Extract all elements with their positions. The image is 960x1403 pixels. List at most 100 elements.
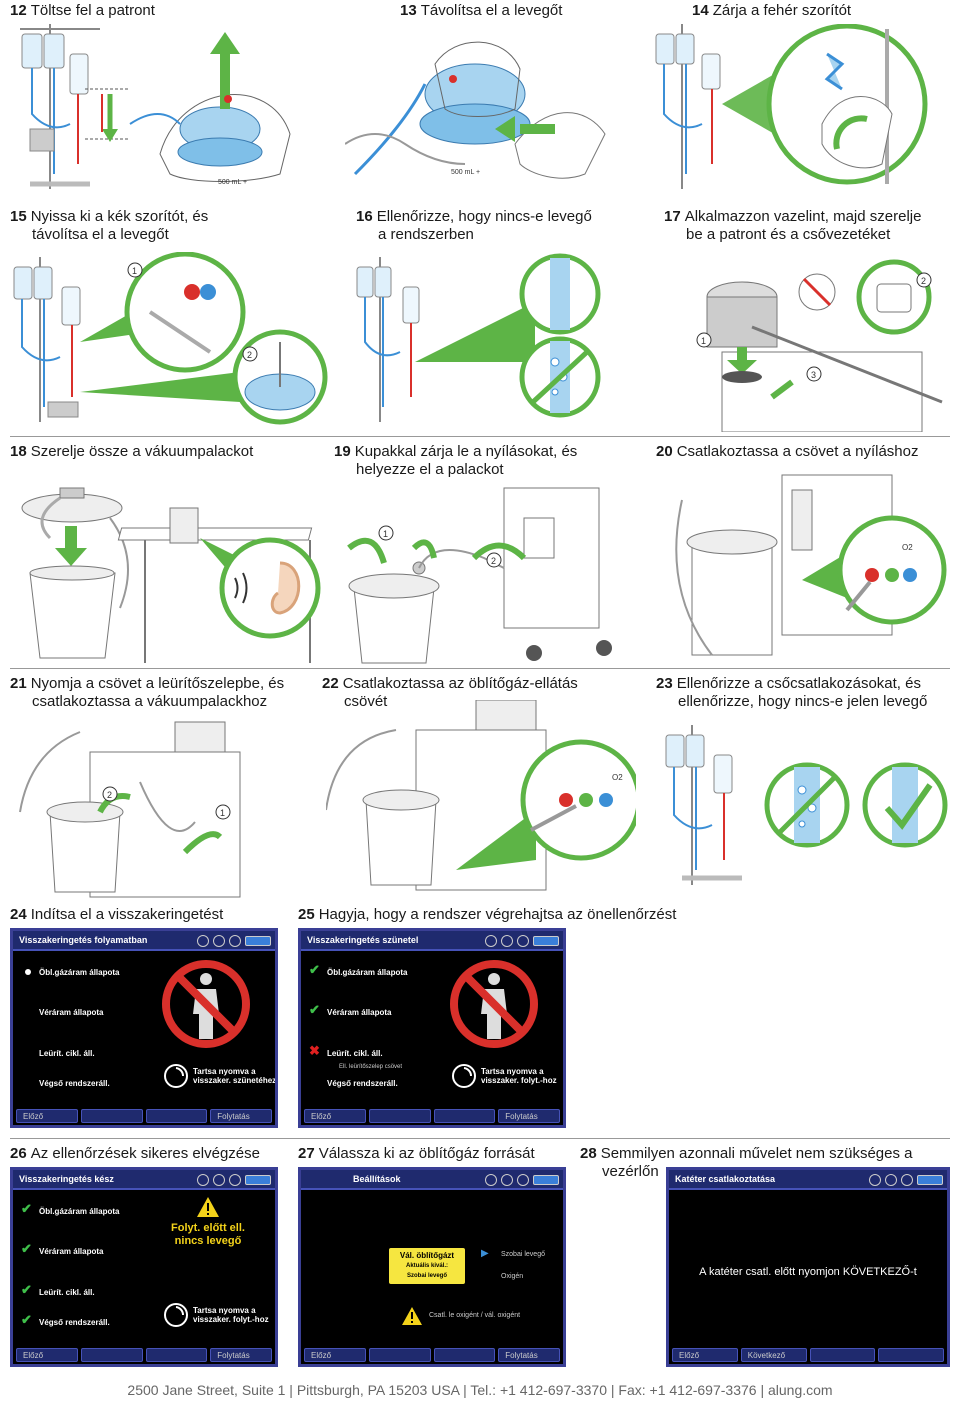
callout-2: 2 [107,790,112,800]
bell-icon [197,1174,209,1186]
blank-button[interactable] [433,1348,496,1362]
check-icon: ✔ [21,1282,32,1297]
blank-button[interactable] [433,1109,496,1123]
battery-icon [533,1175,559,1185]
catheter-message: A katéter csatl. előtt nyomjon KÖVETKEZŐ… [699,1266,917,1278]
check-icon: ✔ [21,1312,32,1327]
blank-button[interactable] [80,1109,143,1123]
check-row: Leürít. cikl. áll. [39,1049,95,1058]
status-icons [485,1173,559,1187]
volume-label: 500 mL + [218,179,247,186]
screen-24: Visszakeringetés folyamatban Öbl.gázáram… [10,928,278,1128]
prev-button[interactable]: Előző [304,1109,366,1123]
screen-footer: Előző Folytatás [301,1109,563,1125]
callout-1: 1 [132,266,137,276]
hold-reminder: Tartsa nyomva a visszaker. folyt.-hoz [481,1067,557,1085]
callout-1: 1 [220,808,225,818]
recirculation-icon [164,1303,188,1327]
option-room-air[interactable]: Szobai levegő [501,1251,545,1258]
screen-28: Katéter csatlakoztatása A katéter csatl.… [666,1167,950,1367]
warning-text: Folyt. előtt ell. nincs levegő [171,1222,245,1247]
hold-reminder: Tartsa nyomva a visszaker. folyt.-hoz [193,1306,269,1324]
continue-button[interactable]: Folytatás [210,1109,272,1123]
alarm-off-icon [229,935,241,947]
o2-icon [517,1174,529,1186]
step-15-illustration: 1 2 [10,252,330,427]
battery-icon [245,936,271,946]
continue-button[interactable]: Folytatás [210,1348,272,1362]
prev-button[interactable]: Előző [16,1348,78,1362]
bell-icon [869,1174,881,1186]
step-20-illustration: O2 [652,470,950,665]
blank-button[interactable] [145,1109,208,1123]
oxygen-hint: Csatl. le oxigént / vál. oxigént [429,1312,521,1319]
active-bullet [25,969,31,975]
screen-footer: Előző Következő [669,1348,947,1364]
check-row: Végső rendszeráll. [39,1318,110,1327]
battery-icon [245,1175,271,1185]
check-icon: ✔ [309,1002,320,1017]
blank-button[interactable] [878,1348,944,1362]
step-12-illustration: 500 mL + [10,24,330,194]
next-button[interactable]: Következő [740,1348,807,1362]
no-patient-icon [162,960,250,1048]
o2-icon [901,1174,913,1186]
check-row: Véráram állapota [39,1247,104,1256]
screen-footer: Előző Folytatás [13,1109,275,1125]
blank-button[interactable] [809,1348,876,1362]
screen-footer: Előző Folytatás [13,1348,275,1364]
blank-button[interactable] [368,1109,431,1123]
check-row: Végső rendszeráll. [327,1079,398,1088]
check-icon: ✔ [21,1201,32,1216]
divider [10,436,950,437]
gas-select-popup[interactable]: Vál. öblítőgázt Aktuális kivál.: Szobai … [389,1248,465,1284]
screen-title-bar: Beállítások [301,1170,563,1190]
check-row: Öbl.gázáram állapota [327,968,408,977]
blank-button[interactable] [80,1348,143,1362]
continue-button[interactable]: Folytatás [498,1109,560,1123]
warning-icon [197,1197,219,1217]
alarm-off-icon [229,1174,241,1186]
volume-label: 500 mL + [451,169,480,176]
bell-icon [485,935,497,947]
blank-button[interactable] [368,1348,431,1362]
status-icons [197,934,271,948]
step-19-illustration: 1 2 [334,478,630,668]
check-row: Leürít. cikl. áll. [39,1288,95,1297]
screen-27: Beállítások Vál. öblítőgázt Aktuális kiv… [298,1167,566,1367]
prev-button[interactable]: Előző [16,1109,78,1123]
hold-reminder: Tartsa nyomva a visszaker. szünetéhez [193,1067,277,1085]
continue-button[interactable]: Folytatás [498,1348,560,1362]
no-patient-icon [450,960,538,1048]
check-icon: ✔ [309,962,320,977]
step-13-illustration: 500 mL + [345,24,635,194]
screen-26: Visszakeringetés kész ✔ Öbl.gázáram álla… [10,1167,278,1367]
blank-button[interactable] [145,1348,208,1362]
check-row: Végső rendszeráll. [39,1079,110,1088]
callout-2: 2 [247,350,252,360]
divider [10,668,950,669]
callout-2: 2 [491,556,496,566]
option-oxygen[interactable]: Oxigén [501,1273,524,1280]
step-16-illustration [355,252,635,427]
check-row: Öbl.gázáram állapota [39,1207,120,1216]
screen-footer: Előző Folytatás [301,1348,563,1364]
prev-button[interactable]: Előző [672,1348,738,1362]
step-22-illustration: O2 [326,700,636,895]
prev-button[interactable]: Előző [304,1348,366,1362]
alarm-off-icon [517,935,529,947]
